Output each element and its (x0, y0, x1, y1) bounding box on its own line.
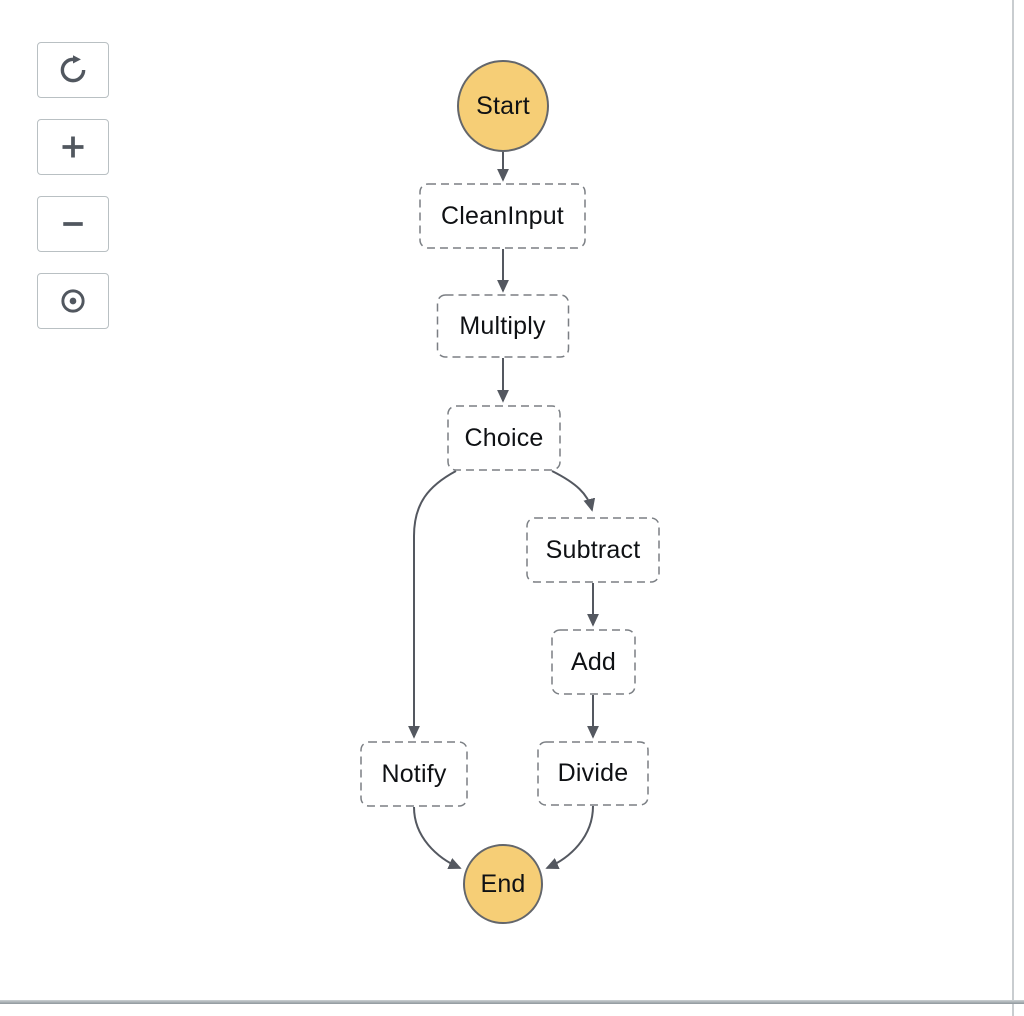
node-end-shape (463, 844, 543, 924)
graph-controls-toolbar (37, 42, 109, 350)
node-start[interactable]: Start (476, 91, 530, 120)
node-subtract[interactable]: Subtract (545, 535, 641, 564)
node-add[interactable]: Add (570, 647, 617, 676)
panel-right-border (1012, 0, 1014, 1016)
node-multiply[interactable]: Multiply (459, 311, 546, 340)
center-view-icon (61, 289, 85, 313)
node-subtract-shape (526, 517, 660, 583)
reset-view-button[interactable] (37, 42, 109, 98)
node-cleaninput-shape (419, 183, 586, 249)
edge-notify-end (413, 806, 462, 870)
node-choice-shape (447, 405, 561, 471)
panel-bottom-border (0, 1000, 1024, 1004)
node-start-shape (457, 60, 549, 152)
edge-divide-end (545, 805, 594, 870)
node-add-shape (551, 629, 636, 695)
zoom-in-button[interactable] (37, 119, 109, 175)
edge-choice-subtract (551, 470, 596, 512)
node-multiply-shape (436, 294, 570, 358)
node-choice[interactable]: Choice (464, 423, 544, 452)
node-divide-shape (537, 741, 649, 806)
node-notify-shape (360, 741, 468, 807)
node-notify[interactable]: Notify (381, 759, 447, 788)
zoom-out-button[interactable] (37, 196, 109, 252)
zoom-out-icon (63, 222, 83, 226)
node-cleaninput[interactable]: CleanInput (441, 201, 564, 230)
node-end[interactable]: End (480, 869, 526, 898)
refresh-icon (60, 55, 86, 83)
center-graph-button[interactable] (37, 273, 109, 329)
zoom-in-icon (62, 136, 84, 158)
edge-choice-notify (408, 470, 457, 739)
node-divide[interactable]: Divide (557, 759, 629, 787)
